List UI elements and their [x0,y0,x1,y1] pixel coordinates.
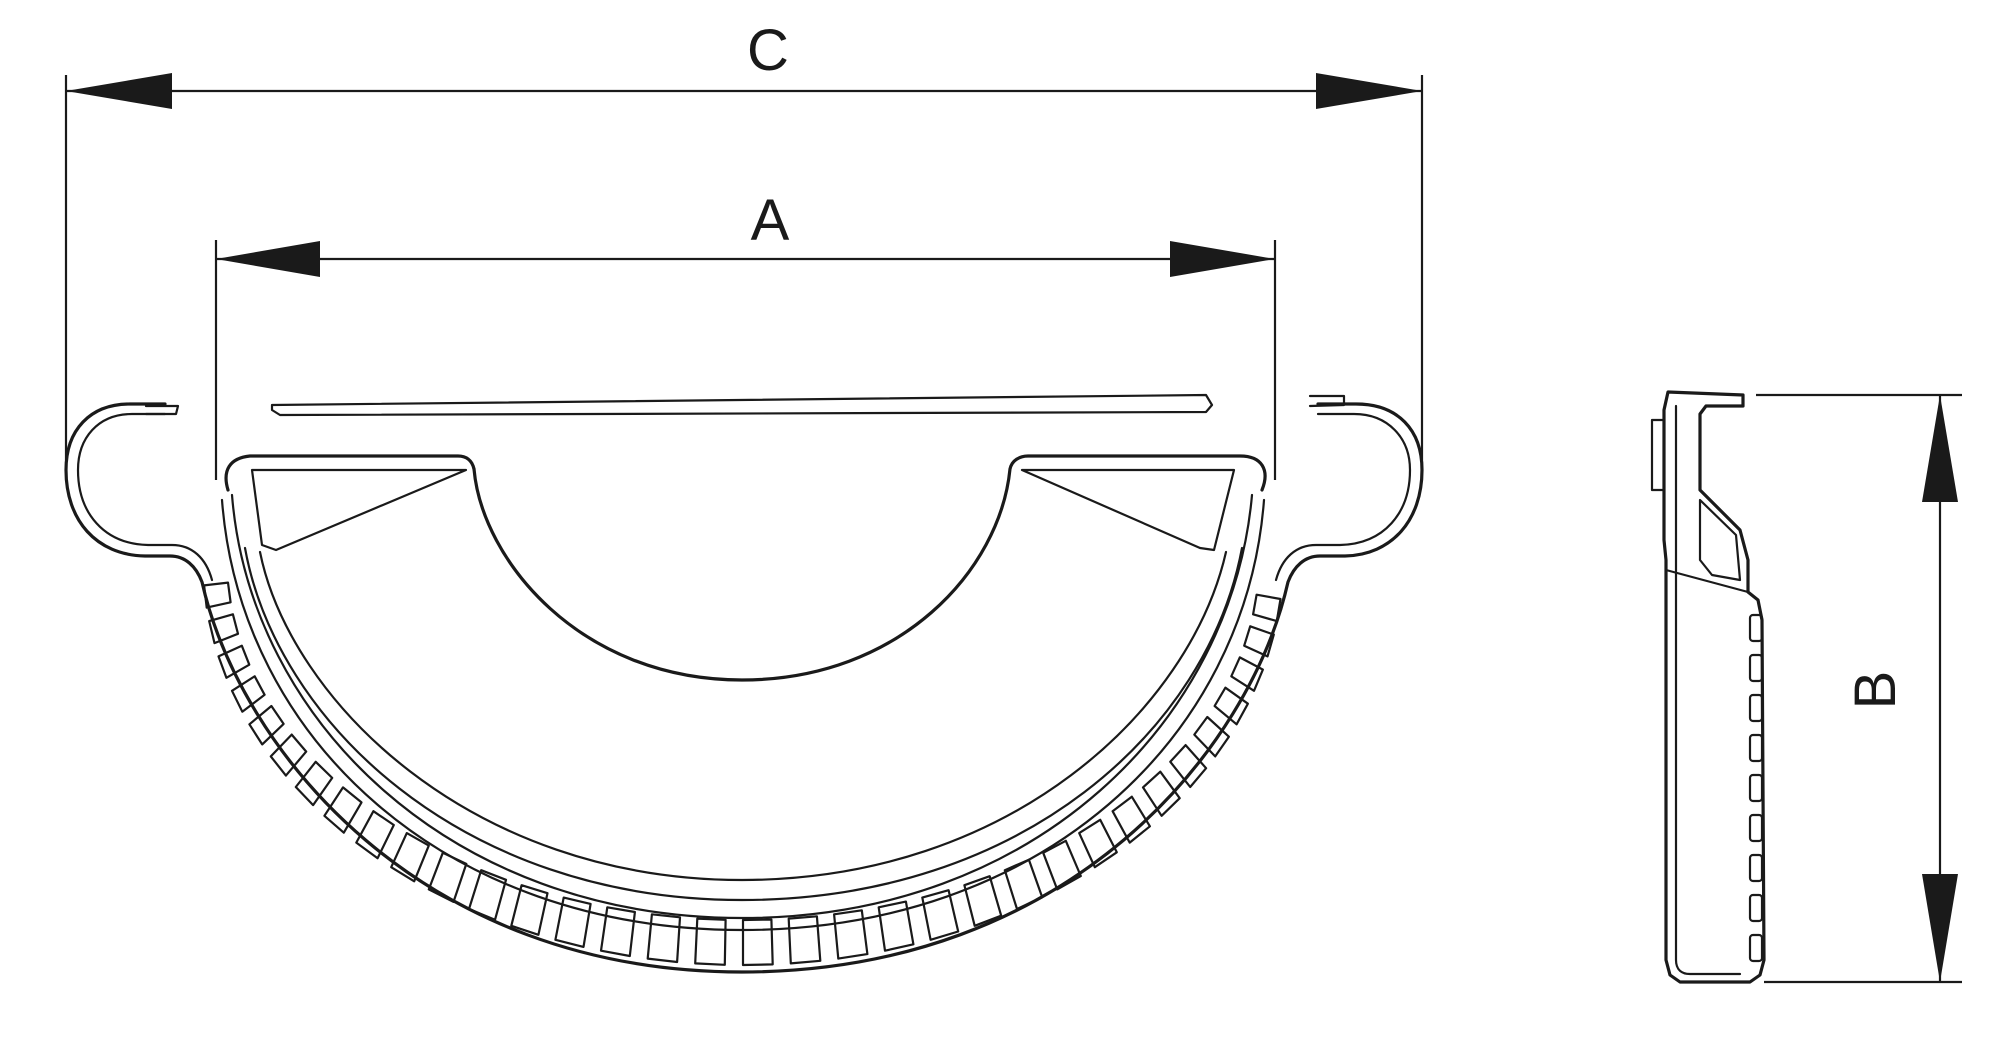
semicircle-cutout [472,454,1267,682]
rim-block [1243,625,1275,658]
rim-block [427,851,468,904]
rim-block [510,884,549,936]
side-tooth [1748,853,1764,883]
side-tooth [1748,933,1764,963]
rim-block [467,869,508,921]
rim-block [269,733,308,777]
b-label: B [1843,671,1908,710]
side-view [1650,390,1766,984]
right-rib [1020,468,1236,552]
rim-block [1251,593,1282,623]
rim-block [1111,795,1152,844]
rim-block [1169,743,1208,789]
rim-block [203,581,232,609]
outer-profile [64,402,1424,974]
side-inner-left [1674,404,1742,976]
b-arrow-bottom [1922,874,1958,982]
rim-block [1078,818,1118,869]
rim-block [208,613,240,645]
rim-block [646,913,682,964]
rim-block [963,875,1003,927]
rim-block [390,831,430,883]
front-view [64,393,1424,974]
rim-block [599,906,637,958]
rim-block [554,896,592,949]
a-arrow-right [1170,241,1275,277]
rim-block [741,918,774,967]
a-arrow-left [216,241,320,277]
side-step-line [1664,568,1750,594]
left-flange [224,454,476,492]
rim-block [1003,858,1044,911]
bowl-inner-4 [220,498,1266,932]
rim-block [355,810,395,860]
rim-block [832,909,869,960]
left-rib [250,468,468,552]
dimension-a: A [214,188,1277,480]
rim-block [217,644,251,679]
rim-block [230,675,266,713]
side-rib [1698,498,1742,582]
right-bead-inner [1274,412,1412,582]
side-tooth [1748,613,1764,643]
rim-block [787,915,822,965]
c-arrow-left [66,73,172,109]
rim-block [1193,715,1231,758]
side-teeth [1748,613,1764,963]
dimension-c: C [64,18,1424,460]
rim-block [294,760,334,807]
rim-block [921,889,960,941]
bowl-inner-1 [258,550,1228,882]
textured-rim [203,581,1282,967]
rim-block [1042,839,1082,891]
side-back-tab [1650,418,1666,492]
bowl-inner-2 [243,546,1244,902]
left-bead-inner [76,412,214,582]
rim-block [1141,770,1181,817]
right-lip-tab [1308,394,1346,408]
side-tooth [1748,733,1764,763]
side-tooth [1748,693,1764,723]
side-tooth [1748,813,1764,843]
dimension-b: B [1756,393,1962,984]
top-strip [270,393,1214,417]
c-label: C [747,18,789,83]
a-label: A [751,188,790,253]
rim-block [877,900,915,952]
left-lip-tab [144,404,180,416]
rim-block [248,704,285,746]
bowl-inner-3 [230,493,1254,920]
b-arrow-top [1922,395,1958,502]
side-tooth [1748,893,1764,923]
side-tooth [1748,653,1764,683]
rim-block [1230,656,1265,692]
side-outline [1662,390,1766,984]
rim-block [694,917,727,966]
c-arrow-right [1316,73,1422,109]
side-tooth [1748,773,1764,803]
rim-block [323,786,363,834]
rim-block [1213,686,1250,726]
